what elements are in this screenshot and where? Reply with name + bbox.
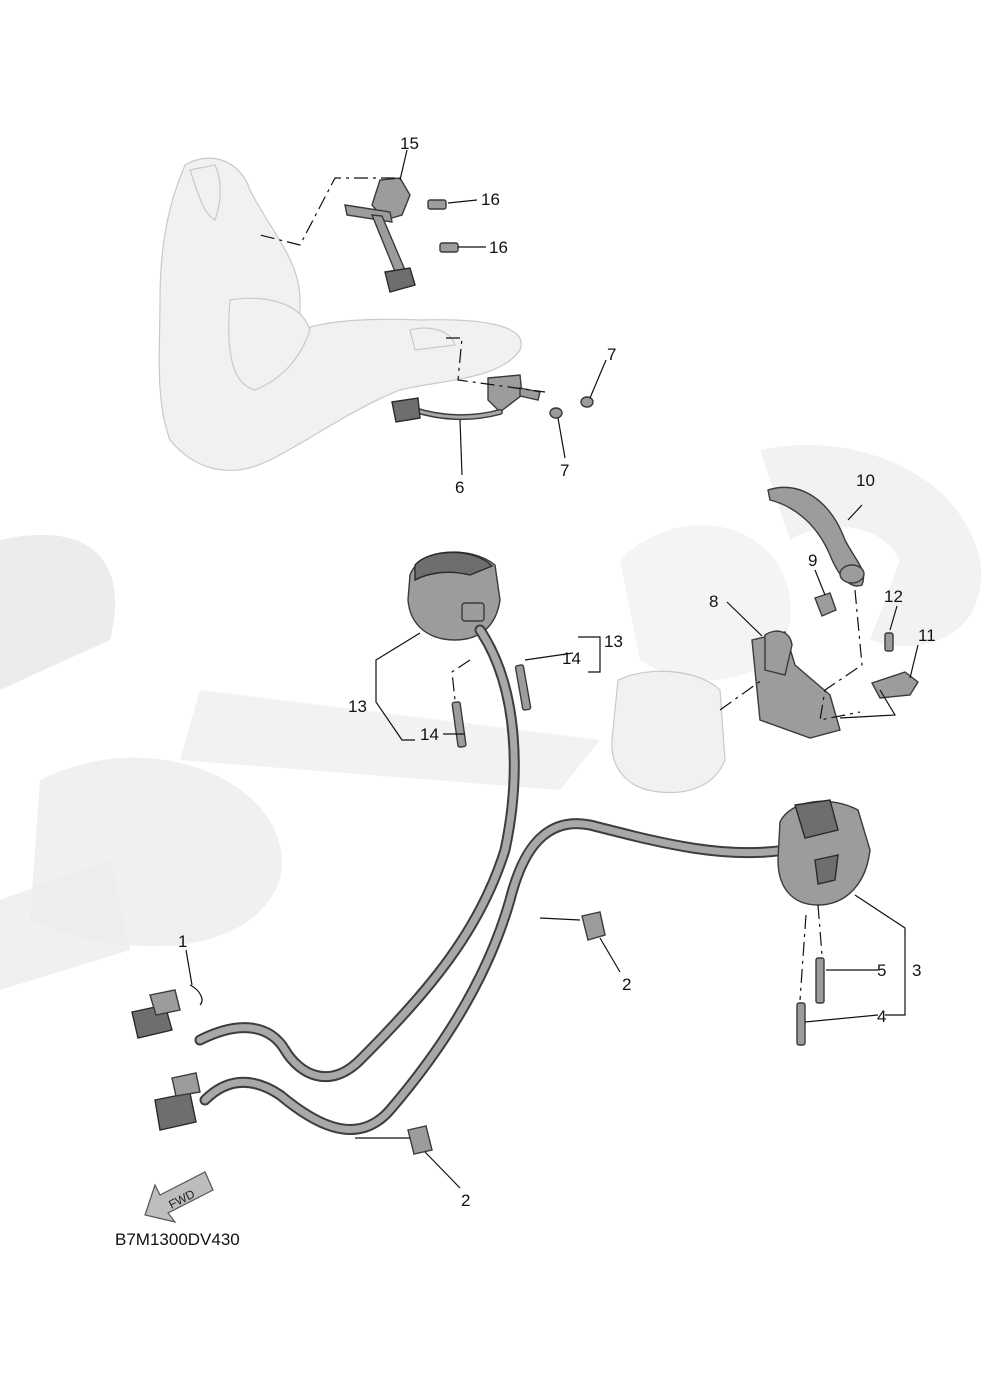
callout-9: 9 <box>808 551 817 570</box>
callout-10: 10 <box>856 471 875 490</box>
callout-12: 12 <box>884 587 903 606</box>
callout-2: 2 <box>461 1191 470 1210</box>
connectors <box>131 984 203 1131</box>
callout-13: 13 <box>604 632 623 651</box>
part-13-left-switch <box>407 551 501 641</box>
callout-15: 15 <box>400 134 419 153</box>
watermark <box>0 444 982 990</box>
callout-14: 14 <box>420 725 439 744</box>
callout-3: 3 <box>912 961 921 980</box>
callout-16: 16 <box>481 190 500 209</box>
part-15-sensor <box>344 177 416 293</box>
callout-7: 7 <box>607 345 616 364</box>
callout-2: 2 <box>622 975 631 994</box>
harness-cables <box>194 624 791 1135</box>
lever-assembly <box>611 486 919 794</box>
callout-6: 6 <box>455 478 464 497</box>
callout-labels: 15 16 16 7 7 6 10 9 8 12 11 13 14 13 14 … <box>178 134 936 1210</box>
callout-11: 11 <box>918 626 936 645</box>
callout-14: 14 <box>562 649 581 668</box>
callout-16: 16 <box>489 238 508 257</box>
fairing-context <box>158 157 522 471</box>
part-6-sensor <box>391 374 541 423</box>
forward-arrow-icon: FWD <box>144 1171 214 1223</box>
callout-8: 8 <box>709 592 718 611</box>
part-4-5-screws <box>796 957 825 1046</box>
part-16-bolts <box>427 199 459 253</box>
callout-5: 5 <box>877 961 886 980</box>
part-14-screws <box>451 664 532 748</box>
diagram-code: B7M1300DV430 <box>115 1230 240 1249</box>
callout-13: 13 <box>348 697 367 716</box>
callout-1: 1 <box>178 932 187 951</box>
part-3-right-switch <box>777 799 871 906</box>
part-7-nuts <box>549 396 594 419</box>
part-2-clamps <box>407 911 606 1155</box>
callout-7: 7 <box>560 461 569 480</box>
callout-4: 4 <box>877 1007 886 1026</box>
leader-lines <box>185 149 919 1189</box>
